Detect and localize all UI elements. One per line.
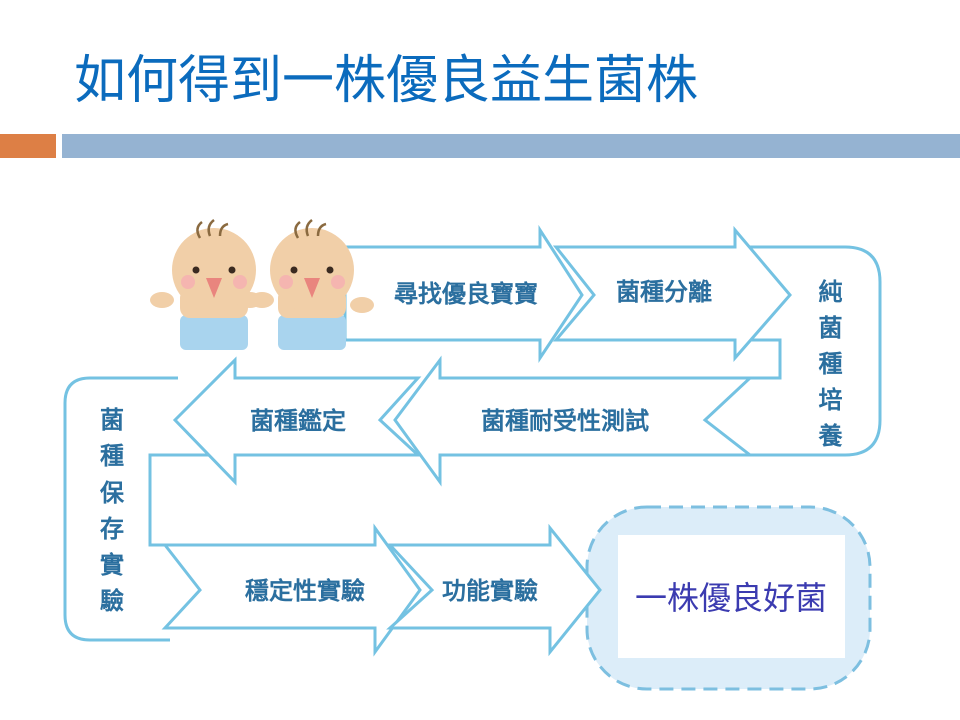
step-label-function-test: 功能實驗 bbox=[442, 577, 538, 605]
step-label-find-babies: 尋找優良寶寶 bbox=[394, 280, 538, 308]
step-label-stability-test: 穩定性實驗 bbox=[245, 577, 365, 605]
step-label-pure-culture: 純菌種培養 bbox=[814, 279, 842, 459]
svg-text:存: 存 bbox=[100, 515, 124, 543]
svg-text:種: 種 bbox=[100, 442, 124, 470]
step-label-identification: 菌種鑑定 bbox=[250, 407, 346, 435]
svg-text:驗: 驗 bbox=[100, 587, 124, 615]
svg-text:實: 實 bbox=[100, 551, 124, 579]
arrow-step-5 bbox=[172, 356, 422, 486]
two-babies-icon bbox=[150, 219, 374, 350]
connector-left-inner bbox=[148, 453, 235, 547]
result-box bbox=[618, 535, 845, 658]
result-label: 一株優良好菌 bbox=[635, 579, 827, 617]
step-label-tolerance-test: 菌種耐受性測試 bbox=[481, 407, 649, 435]
step-label-preservation: 菌 種 保 存 實 驗 bbox=[99, 406, 125, 615]
arrow-step-4 bbox=[393, 355, 755, 487]
svg-text:菌: 菌 bbox=[100, 406, 124, 434]
arrow-step-8 bbox=[386, 523, 602, 657]
connector-right-loop bbox=[735, 245, 882, 457]
arrow-step-1 bbox=[343, 224, 584, 363]
title-accent-bar-blue bbox=[62, 134, 960, 158]
slide-title: 如何得到一株優良益生菌株 bbox=[74, 51, 699, 111]
title-accent-bar-orange bbox=[0, 134, 56, 158]
arrow-step-2 bbox=[552, 225, 792, 362]
connector-right-inner bbox=[735, 338, 782, 380]
connector-left-loop bbox=[63, 376, 178, 642]
step-label-isolation: 菌種分離 bbox=[616, 278, 712, 306]
arrow-step-7 bbox=[161, 523, 422, 657]
svg-text:保: 保 bbox=[99, 479, 125, 507]
